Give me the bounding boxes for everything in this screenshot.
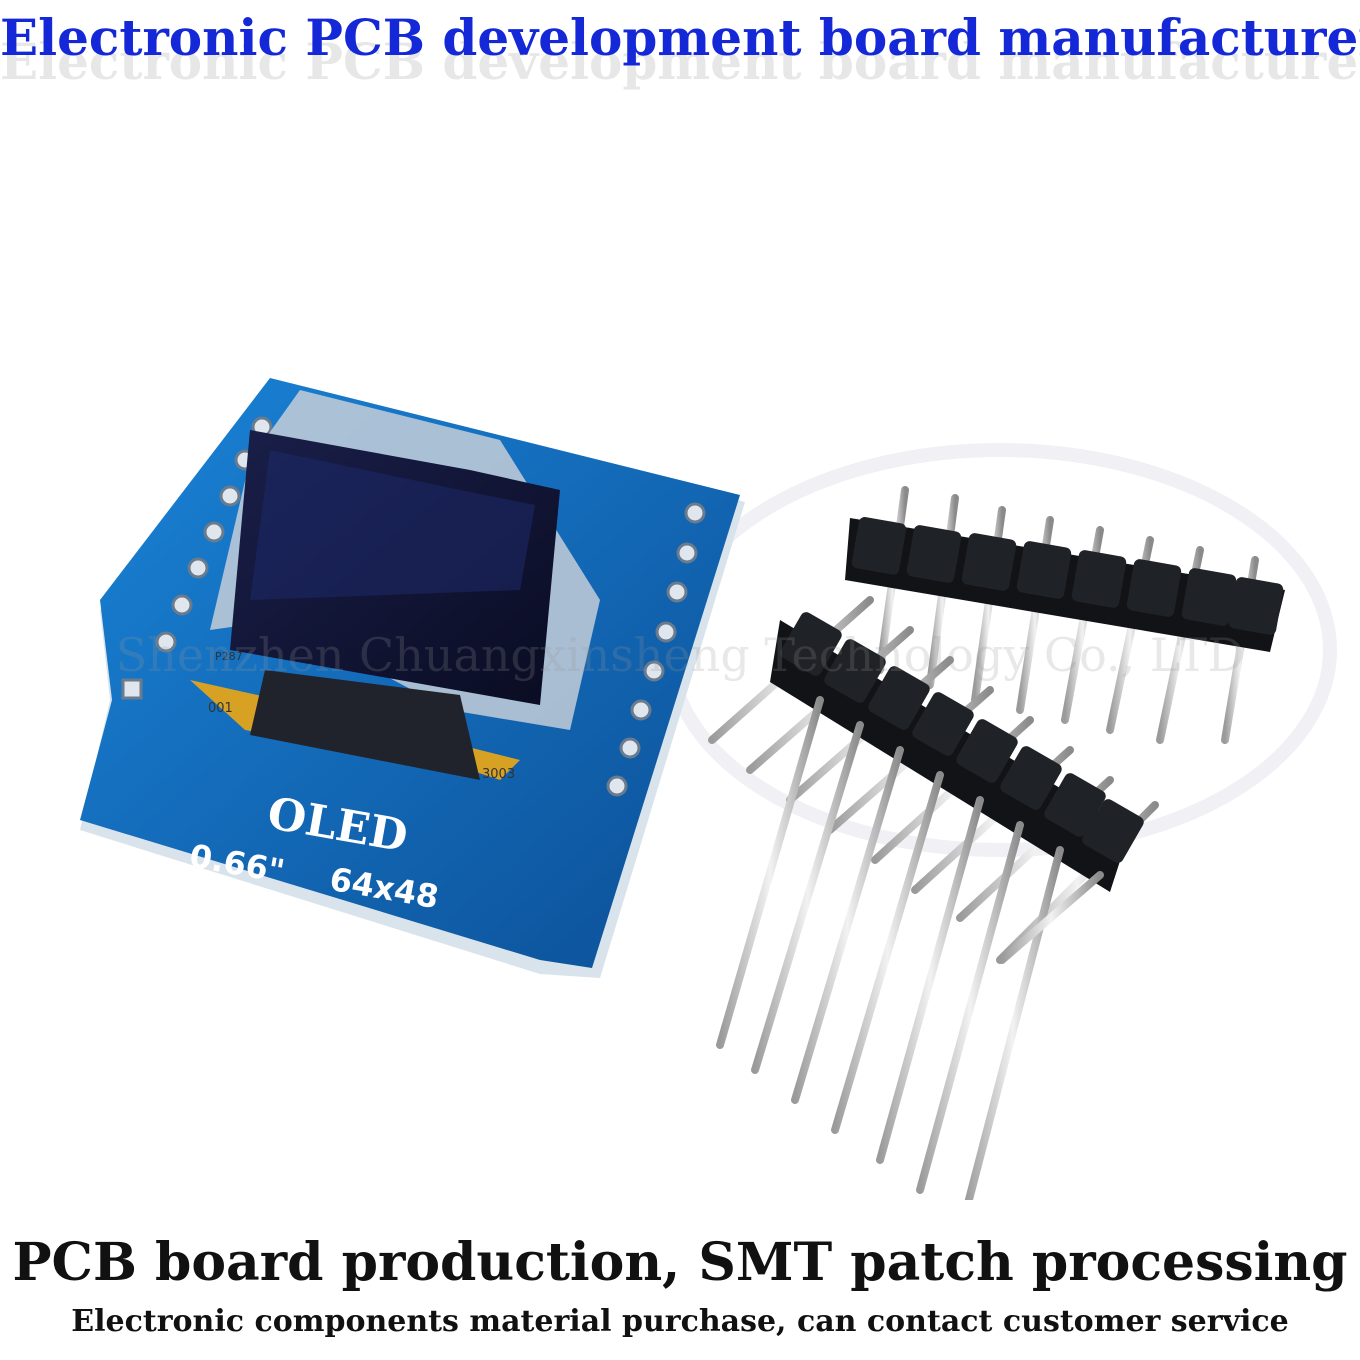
footer-main-text: PCB board production, SMT patch processi… xyxy=(12,1232,1348,1293)
chip-mark-1: P287 xyxy=(215,650,243,663)
company-watermark: Shenzhen Chuangxinsheng Technology Co., … xyxy=(115,628,1245,682)
chip-mark-2: 001 xyxy=(208,701,233,716)
pin-header-top xyxy=(845,486,1285,744)
headline-reflection: Electronic PCB development board manufac… xyxy=(0,32,1360,91)
headline: Electronic PCB development board manufac… xyxy=(0,8,1360,67)
pin-header-bottom xyxy=(708,596,1159,1200)
footer-sub-text: Electronic components material purchase,… xyxy=(71,1304,1289,1339)
left-pin-holes xyxy=(121,416,273,700)
product-photo: P287 001 3003 OLED 0.66" 64x48 xyxy=(80,378,1337,1200)
chip-mark-3: 3003 xyxy=(482,767,515,782)
right-pin-holes xyxy=(606,502,706,797)
oled-board: P287 001 3003 OLED 0.66" 64x48 xyxy=(80,378,745,978)
